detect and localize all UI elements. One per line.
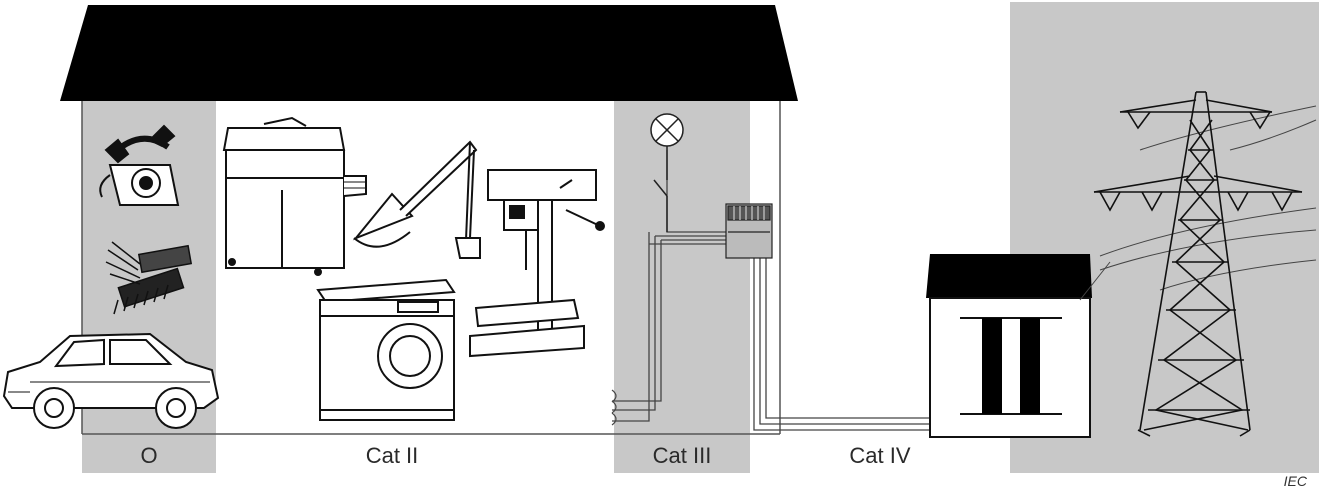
house-roof bbox=[60, 5, 798, 101]
wall-switch-icon bbox=[653, 146, 668, 232]
zone-cat3-shade bbox=[614, 100, 750, 473]
zone-cat3-label: Cat III bbox=[652, 443, 712, 468]
zone-o-label: O bbox=[140, 443, 158, 468]
drill-press-icon bbox=[469, 169, 605, 358]
distribution-board-icon bbox=[725, 203, 773, 259]
ceiling-lamp-icon bbox=[650, 113, 684, 147]
power-pylon-icon bbox=[1093, 91, 1303, 437]
telephone-icon bbox=[99, 124, 180, 206]
desk-lamp-icon bbox=[352, 140, 481, 259]
washing-machine-icon bbox=[316, 278, 456, 421]
photocopier-icon bbox=[222, 116, 367, 276]
transformer-icon bbox=[926, 254, 1092, 438]
microchip-icon bbox=[105, 241, 193, 315]
car-icon bbox=[2, 332, 220, 429]
zone-cat4-label: Cat IV bbox=[849, 443, 911, 468]
source-credit: IEC bbox=[1283, 473, 1307, 489]
zone-cat2-label: Cat II bbox=[365, 443, 419, 468]
power-lines bbox=[1079, 105, 1317, 301]
